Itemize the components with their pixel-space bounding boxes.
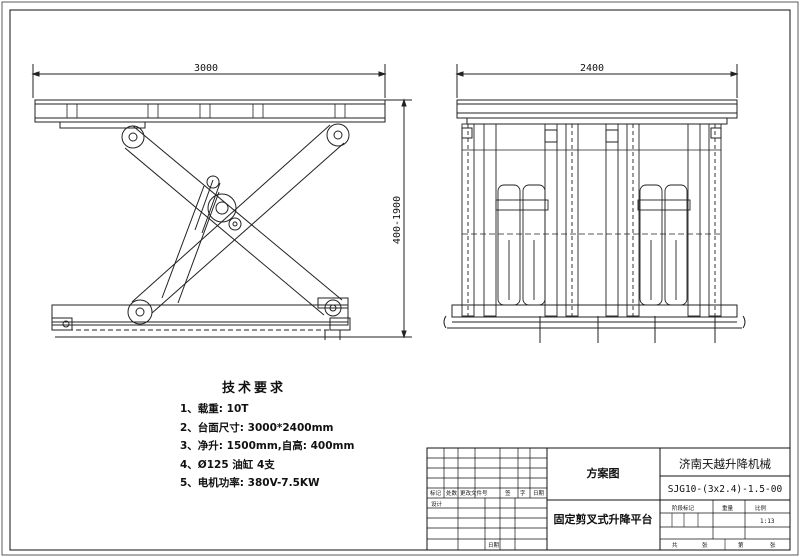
tech-item-table-size: 2、台面尺寸: 3000*2400mm — [180, 421, 334, 434]
sign-label-date: 日期 — [488, 542, 500, 549]
sheet-label-sheets-a: 张 — [702, 541, 708, 549]
revision-header-date: 日期 — [533, 490, 545, 497]
front-length-label: 3000 — [194, 63, 218, 74]
base-foot-right — [329, 317, 351, 331]
front-length-dimension: 3000 — [31, 63, 387, 98]
stage-header-mark: 阶段标记 — [672, 504, 695, 512]
revision-header-char: 字 — [520, 489, 526, 497]
revision-header-count: 处数 — [446, 489, 458, 497]
product-name: 固定剪叉式升降平台 — [554, 512, 653, 526]
scale-value: 1:13 — [760, 518, 775, 525]
tech-item-lift: 3、净升: 1500mm,自高: 400mm — [180, 440, 355, 452]
drawing-type: 方案图 — [587, 466, 620, 480]
side-base-frame — [451, 304, 738, 318]
stage-header-weight: 重量 — [722, 504, 734, 512]
sign-label-design: 设计 — [431, 500, 443, 508]
company-name: 济南天越升降机械 — [679, 457, 771, 471]
tech-item-motor: 5、电机功率: 380V-7.5KW — [180, 477, 320, 489]
revision-header-mark: 标记 — [430, 489, 442, 497]
deck-ribs — [66, 103, 346, 119]
title-block — [426, 447, 791, 551]
side-width-label: 2400 — [580, 63, 604, 74]
front-view: 3000 — [31, 63, 412, 340]
hydraulic-cylinder — [161, 175, 237, 304]
height-dimension: 400-1900 — [350, 98, 412, 339]
bottom-roller-guide — [317, 297, 349, 309]
side-platform-deck — [456, 99, 738, 119]
side-width-dimension: 2400 — [455, 63, 739, 98]
revision-header-docno: 更改文件号 — [460, 489, 488, 497]
sheet-border — [9, 9, 791, 551]
tech-requirements-title: 技术要求 — [222, 381, 287, 396]
stage-header-scale: 比例 — [755, 504, 767, 512]
sheet-label-total: 共 — [672, 541, 678, 549]
platform-deck — [34, 99, 386, 123]
top-slide-rail — [59, 121, 146, 129]
scissor-arm-b — [127, 123, 350, 325]
revision-header-sign: 签 — [505, 489, 511, 497]
title-block-texts: 标记 处数 更改文件号 签 字 日期 设计 日期 方案图 固定剪叉式升降平台 济… — [430, 457, 782, 549]
tech-item-cylinder: 4、Ø125 油缸 4支 — [180, 458, 275, 471]
sheet-label-no: 第 — [738, 541, 744, 549]
side-view: 2400 — [443, 63, 746, 343]
tech-requirements: 技术要求 1、载重: 10T 2、台面尺寸: 3000*2400mm 3、净升:… — [180, 377, 354, 493]
base-frame — [51, 304, 349, 326]
scissor-arm-a — [121, 125, 343, 317]
tech-item-load: 1、载重: 10T — [180, 403, 249, 415]
sheet-label-sheets-b: 张 — [770, 541, 776, 549]
height-range-label: 400-1900 — [392, 196, 403, 244]
base-foot-left — [51, 317, 73, 331]
side-scissor-columns — [461, 123, 722, 317]
drawing-number: SJG10-(3x2.4)-1.5-00 — [668, 484, 783, 495]
side-cylinders — [495, 184, 691, 306]
center-pivot — [228, 217, 242, 231]
